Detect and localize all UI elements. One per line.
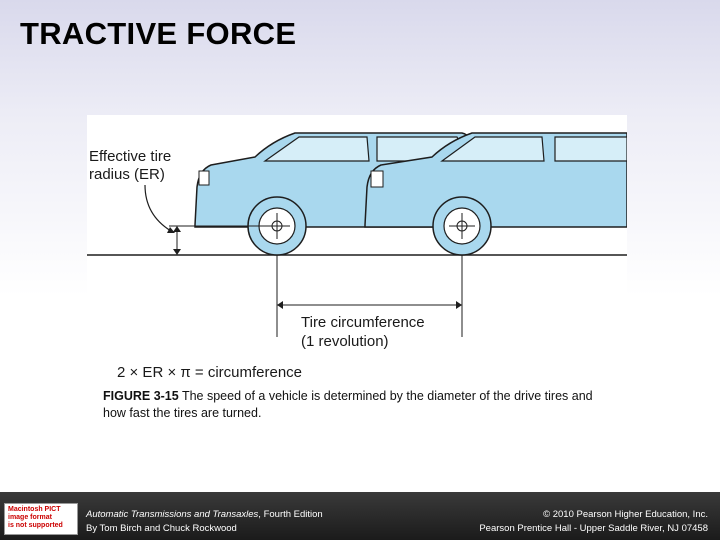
er-label-line1: Effective tire [89, 148, 171, 165]
er-pointer-head [167, 227, 175, 233]
circ-label-line1: Tire circumference [301, 314, 425, 331]
book-title: Automatic Transmissions and Transaxles [86, 509, 259, 520]
formula: 2 × ER × π = circumference [117, 364, 302, 381]
tire-diagram: Effective tire radius (ER) Tire circumfe… [87, 132, 627, 381]
car-front [364, 132, 627, 228]
car-rear-headlight [198, 170, 210, 186]
car-front-headlight [370, 170, 384, 188]
figure-caption: FIGURE 3-15 The speed of a vehicle is de… [103, 388, 608, 422]
car-front-window-front [440, 136, 545, 162]
car-front-window-rear [554, 136, 627, 162]
publisher: Pearson Prentice Hall - Upper Saddle Riv… [479, 523, 708, 534]
figure-number: FIGURE 3-15 [103, 389, 179, 403]
pict-notice-line1: Macintosh PICT [8, 506, 61, 513]
pict-notice-line2: image format [8, 514, 52, 521]
er-arrow-top [173, 226, 181, 232]
circ-label-line2: (1 revolution) [301, 333, 389, 350]
footer-publisher-info: © 2010 Pearson Higher Education, Inc. Pe… [479, 508, 708, 536]
pict-notice-line3: is not supported [8, 522, 63, 529]
copyright: © 2010 Pearson Higher Education, Inc. [543, 509, 708, 520]
caption-text: The speed of a vehicle is determined by … [103, 389, 593, 420]
tire-figure: Effective tire radius (ER) Tire circumfe… [87, 115, 627, 385]
slide-title: TRACTIVE FORCE [20, 16, 297, 51]
circ-arrow-right [456, 301, 462, 309]
er-label-line2: radius (ER) [89, 166, 165, 183]
circ-arrow-left [277, 301, 283, 309]
wheel-front-car-front [432, 196, 492, 256]
book-authors: By Tom Birch and Chuck Rockwood [86, 523, 237, 534]
pict-placeholder: Macintosh PICT image format is not suppo… [4, 503, 78, 535]
car-rear-window-front [263, 136, 370, 162]
er-pointer [144, 184, 172, 232]
footer-book-info: Automatic Transmissions and Transaxles, … [86, 508, 323, 536]
book-edition: , Fourth Edition [258, 509, 323, 520]
footer-bar: Macintosh PICT image format is not suppo… [0, 492, 720, 540]
er-arrow-bottom [173, 249, 181, 255]
